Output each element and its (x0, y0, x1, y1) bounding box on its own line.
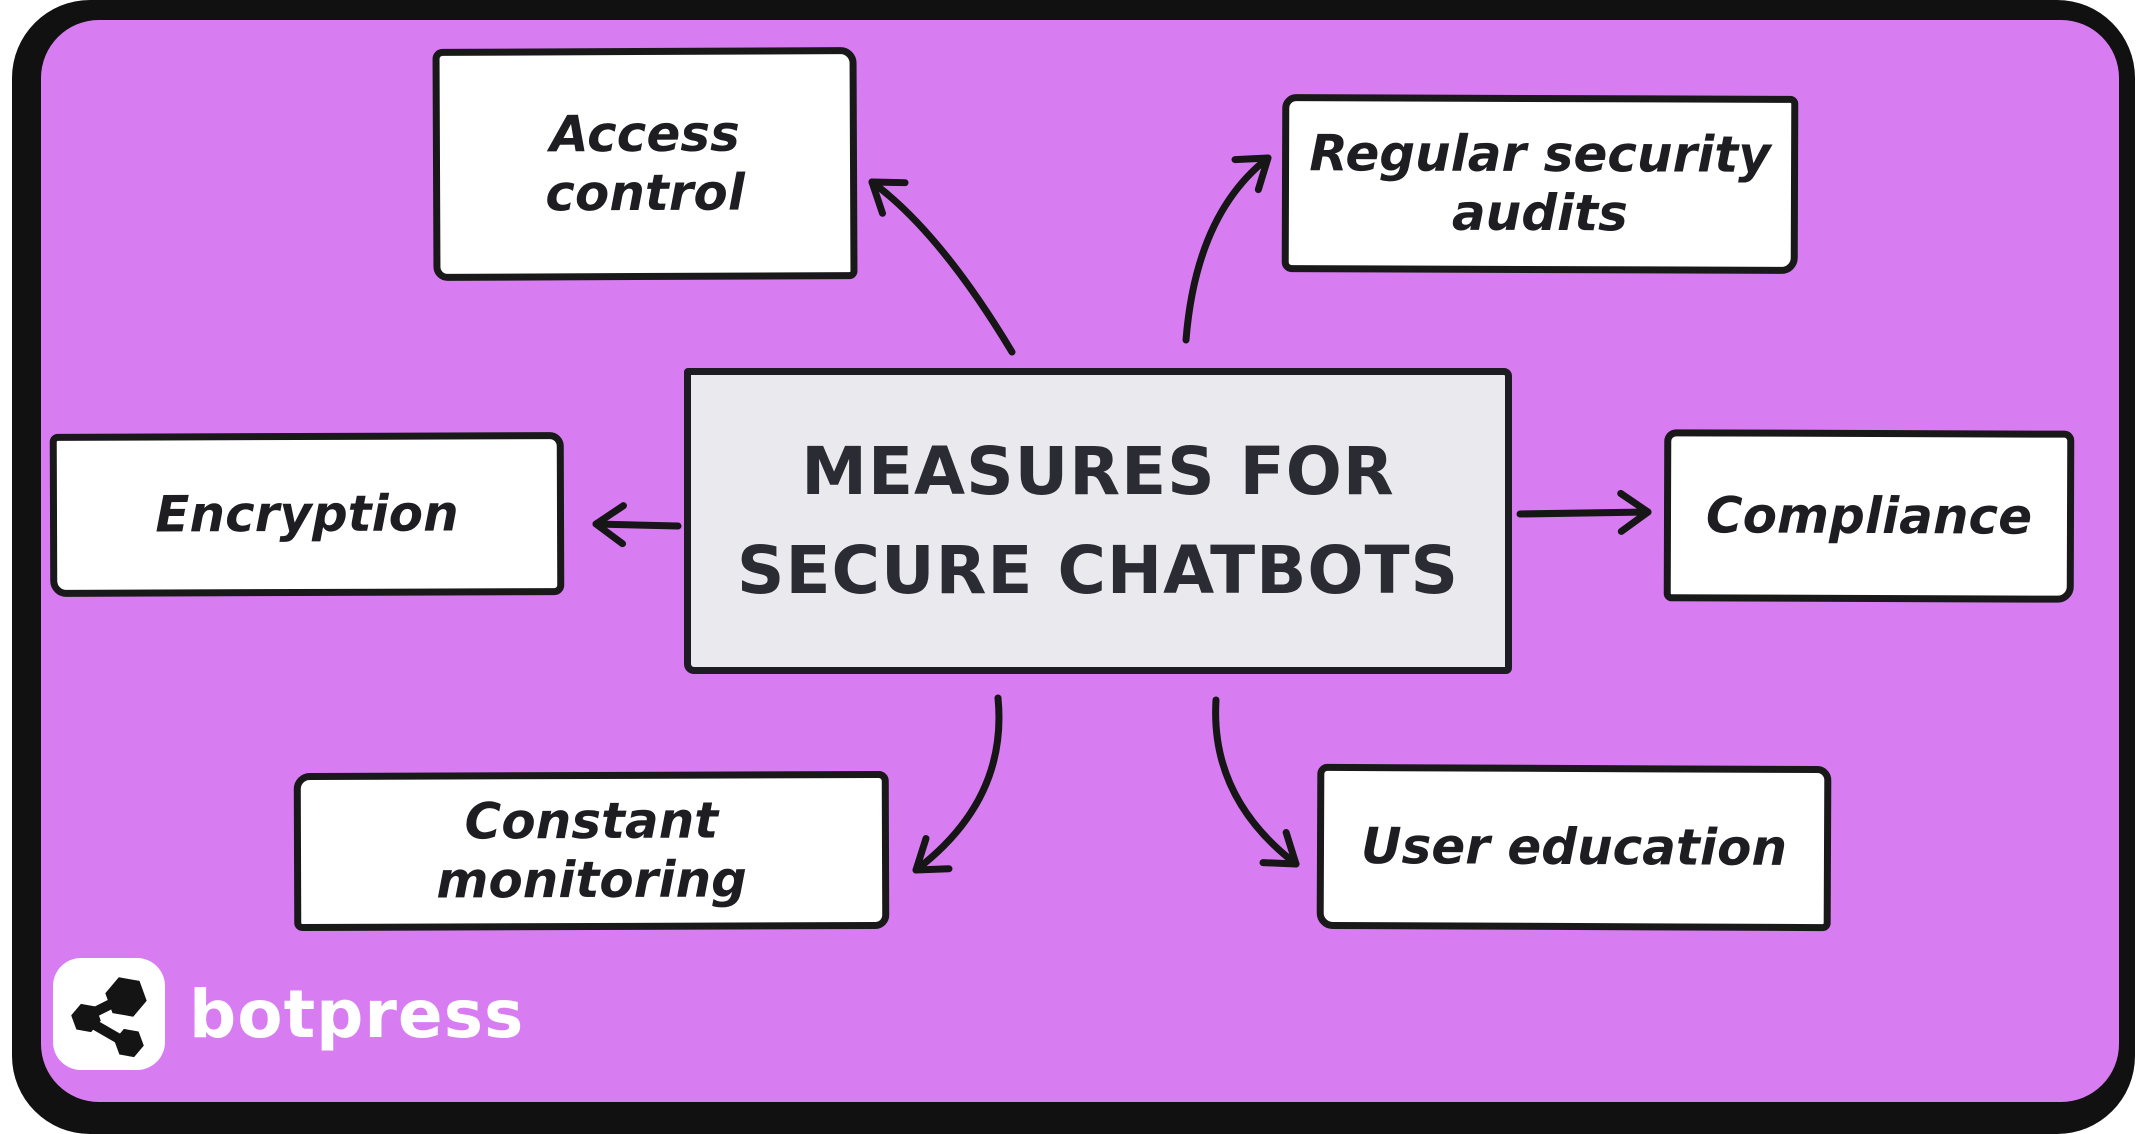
node-label: Encryption (155, 484, 459, 544)
share-nodes-icon (53, 958, 165, 1070)
node-regular-security-audits: Regular security audits (1281, 94, 1799, 274)
node-central-topic: MEASURES FOR SECURE CHATBOTS (684, 368, 1512, 674)
node-constant-monitoring: Constant monitoring (293, 770, 890, 932)
node-label: Constant monitoring (436, 791, 748, 910)
node-compliance: Compliance (1663, 429, 2075, 603)
node-label: Compliance (1705, 485, 2033, 546)
node-label: User education (1360, 817, 1788, 877)
node-label: Regular security audits (1309, 124, 1771, 243)
botpress-logo: botpress (53, 958, 524, 1070)
botpress-wordmark: botpress (189, 975, 525, 1053)
node-encryption: Encryption (49, 432, 565, 597)
central-topic-line2: SECURE CHATBOTS (736, 532, 1460, 609)
node-access-control: Access control (432, 47, 858, 281)
central-topic-line1: MEASURES FOR (801, 433, 1395, 510)
node-user-education: User education (1316, 763, 1832, 932)
node-label: Access control (545, 104, 746, 223)
